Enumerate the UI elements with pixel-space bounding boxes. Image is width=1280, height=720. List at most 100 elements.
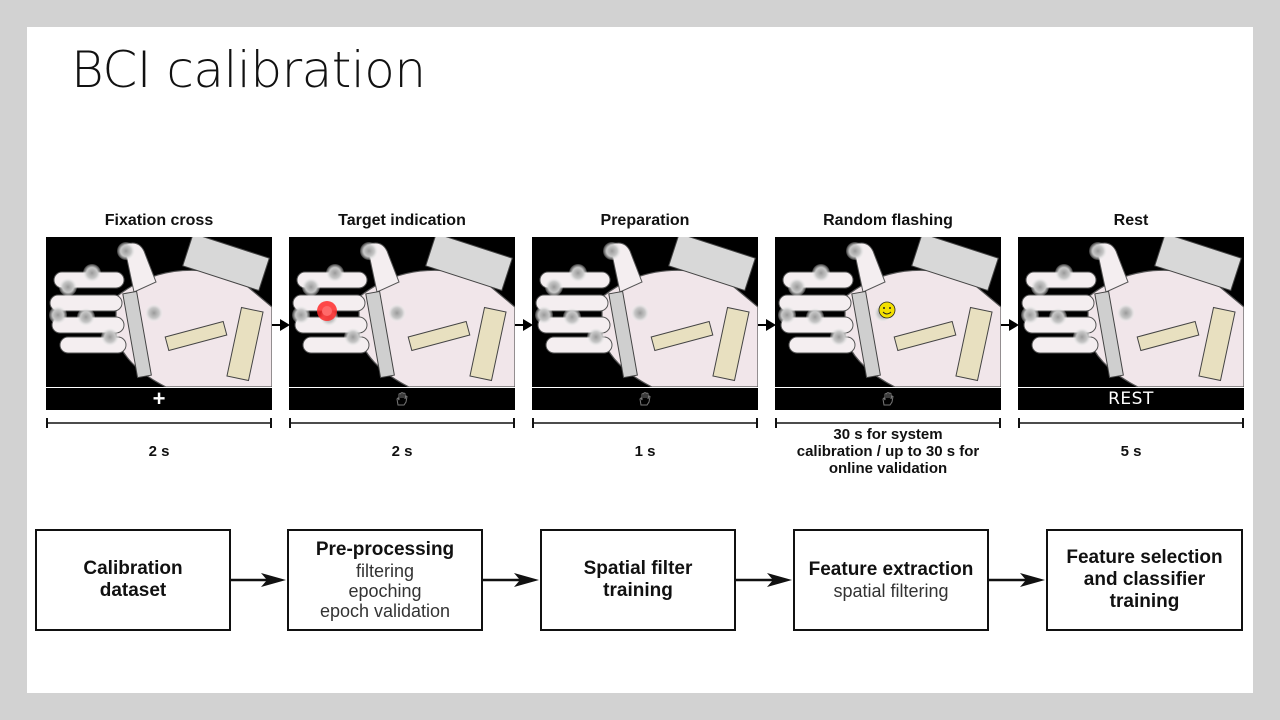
stimulus-dot [830, 328, 848, 346]
stimulus-dot [788, 278, 806, 296]
stimulus-dot [145, 304, 163, 322]
timeline-bracket [289, 418, 515, 428]
smiley-mouth [882, 311, 892, 315]
stimulus-dot [1055, 264, 1073, 282]
phase-fixation-cross: Fixation cross + [46, 212, 272, 410]
stimulus-dot [563, 308, 581, 326]
arrow-right-icon [758, 319, 776, 331]
stimulus-dot [326, 264, 344, 282]
cue-bar [775, 388, 1001, 410]
pipeline-box-sub: epoching [348, 581, 422, 601]
exoskeleton-rail [650, 320, 714, 352]
stimulus-dot [1089, 242, 1107, 260]
timeline-bracket [532, 418, 758, 428]
stimulus-dot [846, 242, 864, 260]
stimulus-dot [117, 242, 135, 260]
cue-bar: + [46, 388, 272, 410]
cue-bar: REST [1018, 388, 1244, 410]
arrow-right-icon [1001, 319, 1019, 331]
smiley-eye [883, 307, 885, 309]
stimulus-dot [1031, 278, 1049, 296]
phase-random-flashing: Random flashing [775, 212, 1001, 410]
stimulus-dot [302, 278, 320, 296]
stimulus-dot [83, 264, 101, 282]
phase-duration: 2 s [391, 443, 413, 460]
stimulus-dot [806, 308, 824, 326]
phase-label: Rest [1113, 212, 1149, 229]
phase-duration: 30 s for system calibration / up to 30 s… [775, 426, 1001, 477]
pipeline-box-title: Calibration dataset [83, 558, 183, 601]
hand-exoskeleton-image [289, 237, 515, 387]
pipeline-box-sub: filtering [355, 561, 415, 581]
smiley-eye [889, 307, 891, 309]
phase-label: Preparation [600, 212, 690, 229]
smiley-icon [878, 301, 896, 319]
exoskeleton-motor [911, 237, 999, 292]
exoskeleton-motor [182, 237, 270, 292]
phase-label: Random flashing [823, 212, 953, 229]
phase-target-indication: Target indication [289, 212, 515, 410]
exoskeleton-motor [425, 237, 513, 292]
stimulus-dot [77, 308, 95, 326]
exoskeleton-strap [1198, 306, 1236, 382]
exoskeleton-rail [851, 290, 881, 379]
pipeline-box-spatial-filter-training: Spatial filter training [540, 529, 736, 631]
stimulus-dot [569, 264, 587, 282]
slide: BCI calibration Fixation cross + Target … [27, 27, 1253, 693]
phase-duration: 5 s [1120, 443, 1142, 460]
exoskeleton-rail [608, 290, 638, 379]
pipeline-box-title: Pre-processing [315, 539, 455, 560]
stimulus-dot [344, 328, 362, 346]
hand-icon [882, 391, 894, 406]
stimulus-dot [388, 304, 406, 322]
pipeline-box-title: Spatial filter training [583, 558, 693, 601]
arrow-right-icon [231, 573, 286, 587]
stimulus-dot [292, 306, 310, 324]
stimulus-dot [49, 306, 67, 324]
hand-exoskeleton-image [532, 237, 758, 387]
cue-bar [289, 388, 515, 410]
phase-preparation: Preparation [532, 212, 758, 410]
pipeline-box-feature-extraction: Feature extraction spatial filtering [793, 529, 989, 631]
pipeline-box-feature-selection: Feature selection and classifier trainin… [1046, 529, 1243, 631]
stimulus-dot [1021, 306, 1039, 324]
stimulus-dot [603, 242, 621, 260]
phase-label: Fixation cross [104, 212, 214, 229]
fixation-cross-icon: + [152, 386, 166, 411]
exoskeleton-rail [893, 320, 957, 352]
exoskeleton-rail [1094, 290, 1124, 379]
exoskeleton-motor [668, 237, 756, 292]
arrow-right-icon [272, 319, 290, 331]
arrow-right-icon [989, 573, 1045, 587]
pipeline-box-sub: epoch validation [319, 601, 451, 621]
stimulus-dot [545, 278, 563, 296]
phase-rest: Rest REST [1018, 212, 1244, 410]
exoskeleton-strap [955, 306, 993, 382]
arrow-right-icon [736, 573, 792, 587]
stimulus-dot [360, 242, 378, 260]
pipeline-box-preprocessing: Pre-processing filtering epoching epoch … [287, 529, 483, 631]
phase-duration: 1 s [634, 443, 656, 460]
stimulus-dot [59, 278, 77, 296]
arrow-right-icon [483, 573, 539, 587]
hand-exoskeleton-image [1018, 237, 1244, 387]
slide-title: BCI calibration [71, 41, 426, 99]
stimulus-dot [1073, 328, 1091, 346]
stimulus-dot [1049, 308, 1067, 326]
exoskeleton-strap [469, 306, 507, 382]
phase-label: Target indication [338, 212, 466, 229]
exoskeleton-strap [226, 306, 264, 382]
stimulus-dot [631, 304, 649, 322]
exoskeleton-motor [1154, 237, 1242, 292]
stimulus-dot [778, 306, 796, 324]
pipeline-box-title: Feature selection and classifier trainin… [1066, 547, 1223, 612]
pipeline-box-calibration-dataset: Calibration dataset [35, 529, 231, 631]
timeline-bracket [1018, 418, 1244, 428]
exoskeleton-rail [164, 320, 228, 352]
hand-exoskeleton-image [775, 237, 1001, 387]
duration-line: calibration / up to 30 s for [796, 443, 980, 460]
pipeline-box-sub: spatial filtering [833, 581, 949, 601]
target-marker-core [322, 306, 332, 316]
hand-icon [396, 391, 408, 406]
stimulus-dot [587, 328, 605, 346]
